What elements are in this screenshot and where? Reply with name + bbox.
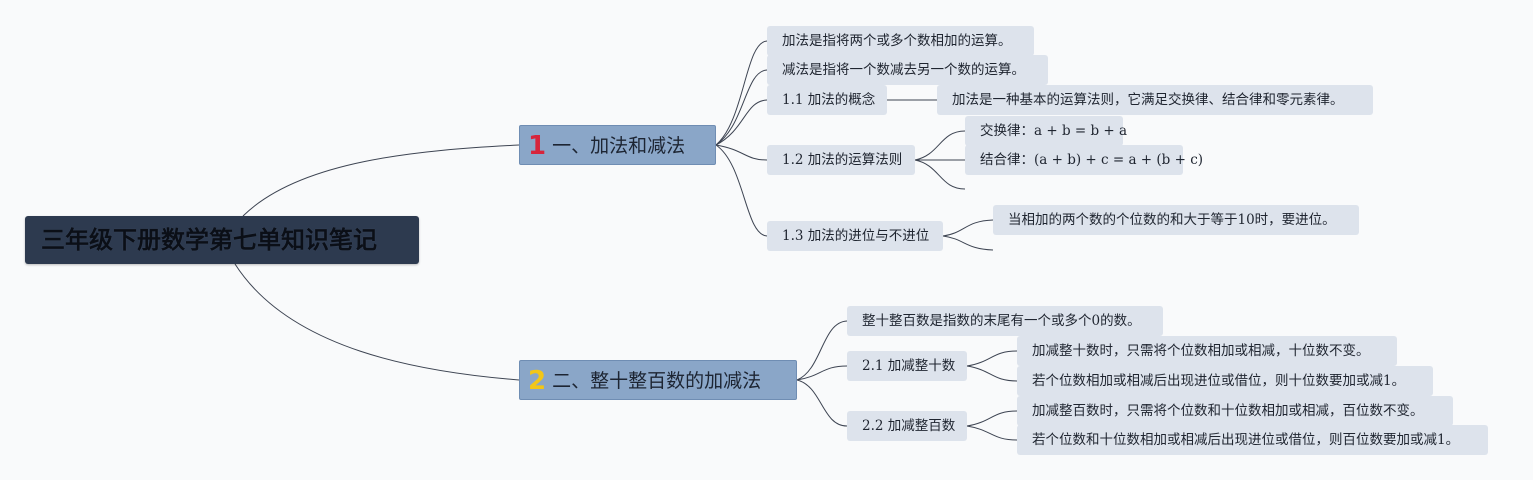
s1-item-5-child-1[interactable]: 当相加的两个数的个位数的和大于等于10时，要进位。 [993, 205, 1359, 235]
s2-item-3[interactable]: 2.2 加减整百数 [847, 411, 967, 441]
s1-item-4[interactable]: 1.2 加法的运算法则 [767, 145, 915, 175]
s1-item-4-child-2[interactable]: 结合律：(a + b) + c = a + (b + c) [965, 145, 1203, 175]
link-s1-item-1 [715, 40, 768, 146]
s2-item-3-child-2[interactable]: 若个位数和十位数相加或相减后出现进位或借位，则百位数要加或减1。 [1017, 425, 1488, 455]
link-s1-item-4 [715, 144, 768, 161]
link-s2-item-3 [796, 379, 848, 427]
link-s2-item-2 [796, 365, 848, 381]
link-s2-item-2-child-1 [966, 350, 1018, 367]
s2-item-2[interactable]: 2.1 加减整十数 [847, 351, 967, 381]
s1-item-1[interactable]: 加法是指将两个或多个数相加的运算。 [767, 26, 1034, 56]
link-s1-item-3 [715, 99, 768, 146]
section-2-title: 二、整十整百数的加减法 [552, 370, 762, 392]
s1-item-3-child-1[interactable]: 加法是一种基本的运算法则，它满足交换律、结合律和零元素律。 [937, 85, 1373, 115]
s1-item-4-child-1[interactable]: 交换律：a + b = b + a [965, 116, 1127, 146]
link-s2-item-3-child-2 [966, 425, 1018, 441]
s1-item-3[interactable]: 1.1 加法的概念 [767, 85, 887, 115]
link-s2-item-1 [796, 320, 848, 381]
link-root-section-1 [242, 144, 520, 217]
s2-item-1[interactable]: 整十整百数是指数的末尾有一个或多个0的数。 [847, 306, 1163, 336]
s2-item-3-child-1[interactable]: 加减整百数时，只需将个位数和十位数相加或相减，百位数不变。 [1017, 396, 1453, 426]
s2-item-2-child-1[interactable]: 加减整十数时，只需将个位数相加或相减，十位数不变。 [1017, 336, 1397, 366]
link-s1-item-4-child-1 [914, 130, 966, 161]
s1-item-5[interactable]: 1.3 加法的进位与不进位 [767, 221, 943, 251]
section-2-number: 2 [528, 366, 547, 396]
link-s1-item-5 [715, 144, 768, 237]
link-s1-item-4-empty [914, 159, 966, 190]
section-1-title: 一、加法和减法 [552, 135, 686, 157]
section-1-number: 1 [528, 131, 547, 161]
link-s1-item-5-child-1 [942, 219, 994, 237]
link-s2-item-2-child-2 [966, 365, 1018, 382]
link-s1-item-5-empty [942, 235, 994, 251]
link-s1-item-2 [715, 69, 768, 146]
s2-item-2-child-2[interactable]: 若个位数相加或相减后出现进位或借位，则十位数要加或减1。 [1017, 366, 1433, 396]
link-s2-item-3-child-1 [966, 410, 1018, 427]
root-title: 三年级下册数学第七单知识笔记 [41, 226, 377, 254]
s1-item-2[interactable]: 减法是指将一个数减去另一个数的运算。 [767, 55, 1048, 85]
link-root-section-2 [234, 263, 520, 381]
root-topic[interactable]: 三年级下册数学第七单知识笔记 [25, 216, 419, 264]
